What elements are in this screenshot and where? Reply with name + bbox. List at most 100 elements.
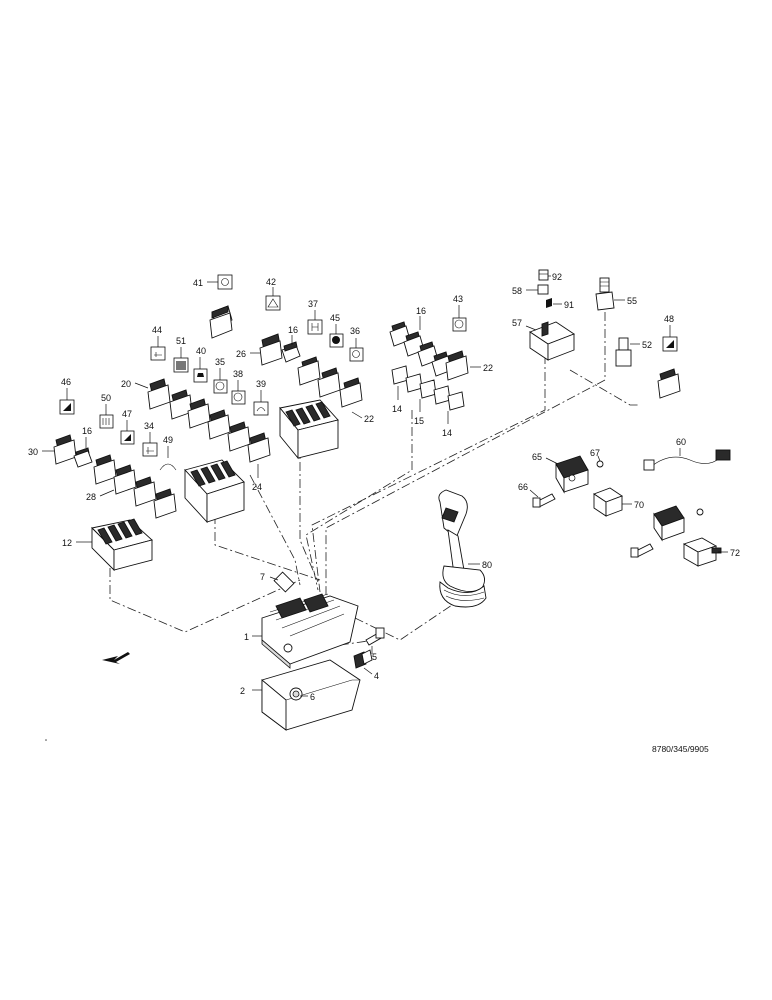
callout-7: 7 [260,572,265,582]
callout-14-right: 14 [442,428,452,438]
blank-switch-16-top [281,341,301,363]
callout-16-left: 16 [82,426,92,436]
callout-15: 15 [414,416,424,426]
callout-58: 58 [512,286,522,296]
console-tray-2 [261,659,361,731]
indicator-symbol-49 [159,463,177,471]
callout-20: 20 [121,379,131,389]
fitting-92 [538,269,549,281]
callout-6: 6 [310,692,315,702]
callout-60: 60 [676,437,686,447]
callout-24: 24 [252,482,262,492]
switch-cluster-middle: 16 43 22 14 15 14 [389,294,493,438]
callout-14-left: 14 [392,404,402,414]
rocker-switch-22-right [445,350,469,381]
callout-28: 28 [86,492,96,502]
rocker-switch-37 [297,356,321,386]
plug-91 [546,298,552,308]
nut-67 [596,460,604,468]
callout-44: 44 [152,325,162,335]
rocker-switch-24 [247,432,271,463]
indicator-symbol-36 [349,347,364,362]
relay-holder-65 [555,455,589,494]
relay-52 [615,337,632,367]
callout-50: 50 [101,393,111,403]
rocker-switch-26 [259,333,283,366]
callout-49: 49 [163,435,173,445]
callout-5: 5 [372,652,377,662]
callout-40: 40 [196,346,206,356]
callout-48: 48 [664,314,674,324]
indicator-symbol-35 [213,379,228,394]
switch-panel-frame-upper [279,399,339,460]
callout-65: 65 [532,452,542,462]
callout-66: 66 [518,482,528,492]
callout-38: 38 [233,369,243,379]
callout-72: 72 [730,548,740,558]
indicator-symbol-38 [231,390,246,405]
rocker-switch-50 [93,454,117,485]
callout-45: 45 [330,313,340,323]
switch-panel-frame-middle [184,459,245,524]
nut-4 [353,649,373,669]
joystick-80 [438,489,487,608]
rocker-switch-36 [339,377,363,408]
callout-39: 39 [256,379,266,389]
blank-switch-16-left [73,447,93,468]
fitting-58 [537,284,549,295]
callout-92: 92 [552,272,562,282]
rocker-switch-41 [209,305,233,339]
cable-60 [643,449,731,471]
rocker-switch-28 [113,464,137,495]
rocker-switch-45 [317,367,341,398]
solenoid-group: 92 58 91 57 55 52 48 [512,269,681,399]
direction-arrow [102,652,130,664]
callout-16-top: 16 [288,325,298,335]
rocker-switch-34 [133,476,157,507]
callout-47: 47 [122,409,132,419]
indicator-symbol-44 [150,346,166,361]
indicator-symbol-41 [217,274,233,290]
callout-55: 55 [627,296,637,306]
relay-70 [593,487,623,517]
callout-37: 37 [308,299,318,309]
indicator-symbol-43 [452,317,467,332]
console-cover-1 [261,593,359,669]
drawing-reference: 8780/345/9905 [652,744,709,754]
rocker-switch-48 [657,368,681,399]
assembly-lines [109,312,640,646]
clip-7 [273,571,295,593]
callout-22-right: 22 [483,363,493,373]
switch-cluster-left: 41 42 26 16 37 [28,274,374,572]
rocker-switch-38 [227,421,251,452]
rocker-switch-49 [153,488,177,519]
callout-35: 35 [215,357,225,367]
callout-42: 42 [266,277,276,287]
callout-1: 1 [244,632,249,642]
screw-5 [365,627,385,646]
callout-30: 30 [28,447,38,457]
rocker-switch-30 [53,434,77,465]
indicator-symbol-50 [99,414,114,429]
callout-34: 34 [144,421,154,431]
relay-holder-72 [653,505,704,542]
hazard-symbol-42 [265,295,281,311]
pilot-lamps-14-15 [391,365,465,411]
indicator-symbol-34 [142,442,158,457]
callout-36: 36 [350,326,360,336]
relay-72 [682,537,722,567]
rocker-switch-40 [187,398,211,429]
callout-70: 70 [634,500,644,510]
callout-46: 46 [61,377,71,387]
callout-16-middle: 16 [416,306,426,316]
callout-26: 26 [236,349,246,359]
valve-block-57 [529,321,575,361]
indicator-symbol-39 [253,401,269,416]
rocker-switch-35 [207,409,231,440]
callout-80: 80 [482,560,492,570]
console-housing: 7 1 2 6 5 [240,571,385,731]
callout-91: 91 [564,300,574,310]
callout-43: 43 [453,294,463,304]
